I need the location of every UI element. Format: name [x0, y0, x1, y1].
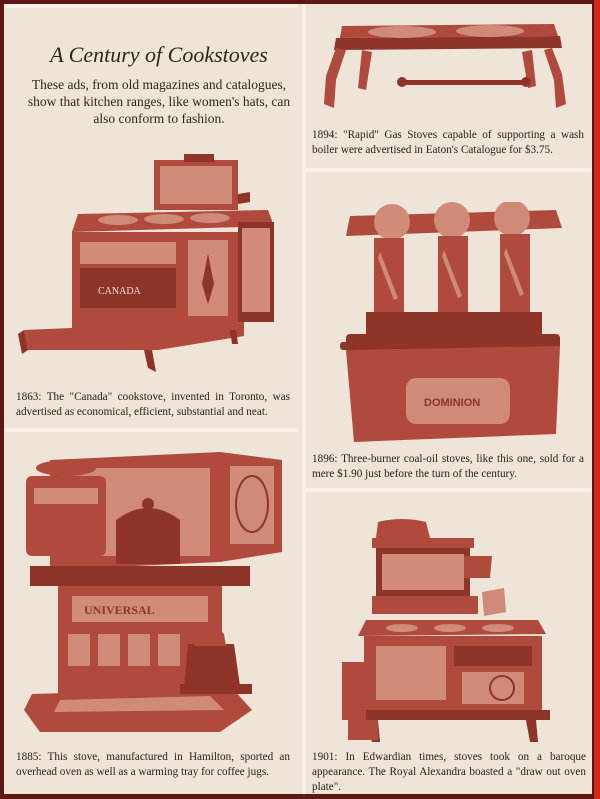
universal-stove-label: UNIVERSAL: [84, 603, 155, 617]
caption-1901: 1901: In Edwardian times, stoves took on…: [312, 751, 586, 793]
caption-1896: 1896: Three-burner coal-oil stoves, like…: [312, 453, 584, 480]
row-divider-right-2: [306, 488, 592, 492]
column-divider: [302, 4, 306, 794]
canada-stove-1863-illustration: CANADA: [18, 154, 274, 372]
royal-alexandra-stove-1901-illustration: [342, 519, 550, 742]
caption-1894: 1894: "Rapid" Gas Stoves capable of supp…: [312, 129, 584, 156]
article-intro: These ads, from old magazines and catalo…: [27, 77, 291, 126]
article-title: A Century of Cookstoves: [50, 42, 268, 67]
canada-stove-label: CANADA: [98, 286, 142, 297]
caption-1885: 1885: This stove, manufactured in Hamilt…: [16, 751, 290, 778]
gas-stove-1894-illustration: [324, 24, 566, 108]
magazine-page: A Century of Cookstoves These ads, from …: [4, 4, 592, 794]
universal-stove-1885-illustration: UNIVERSAL: [24, 452, 282, 732]
page-edge-accent: [594, 0, 600, 799]
dominion-stove-label: DOMINION: [424, 397, 480, 409]
row-divider-left: [4, 428, 298, 432]
row-divider-right-1: [306, 168, 592, 172]
top-rule-left: [4, 4, 298, 8]
caption-1863: 1863: The "Canada" cookstove, invented i…: [16, 391, 290, 418]
coal-oil-stove-1896-illustration: DOMINION: [340, 202, 562, 442]
